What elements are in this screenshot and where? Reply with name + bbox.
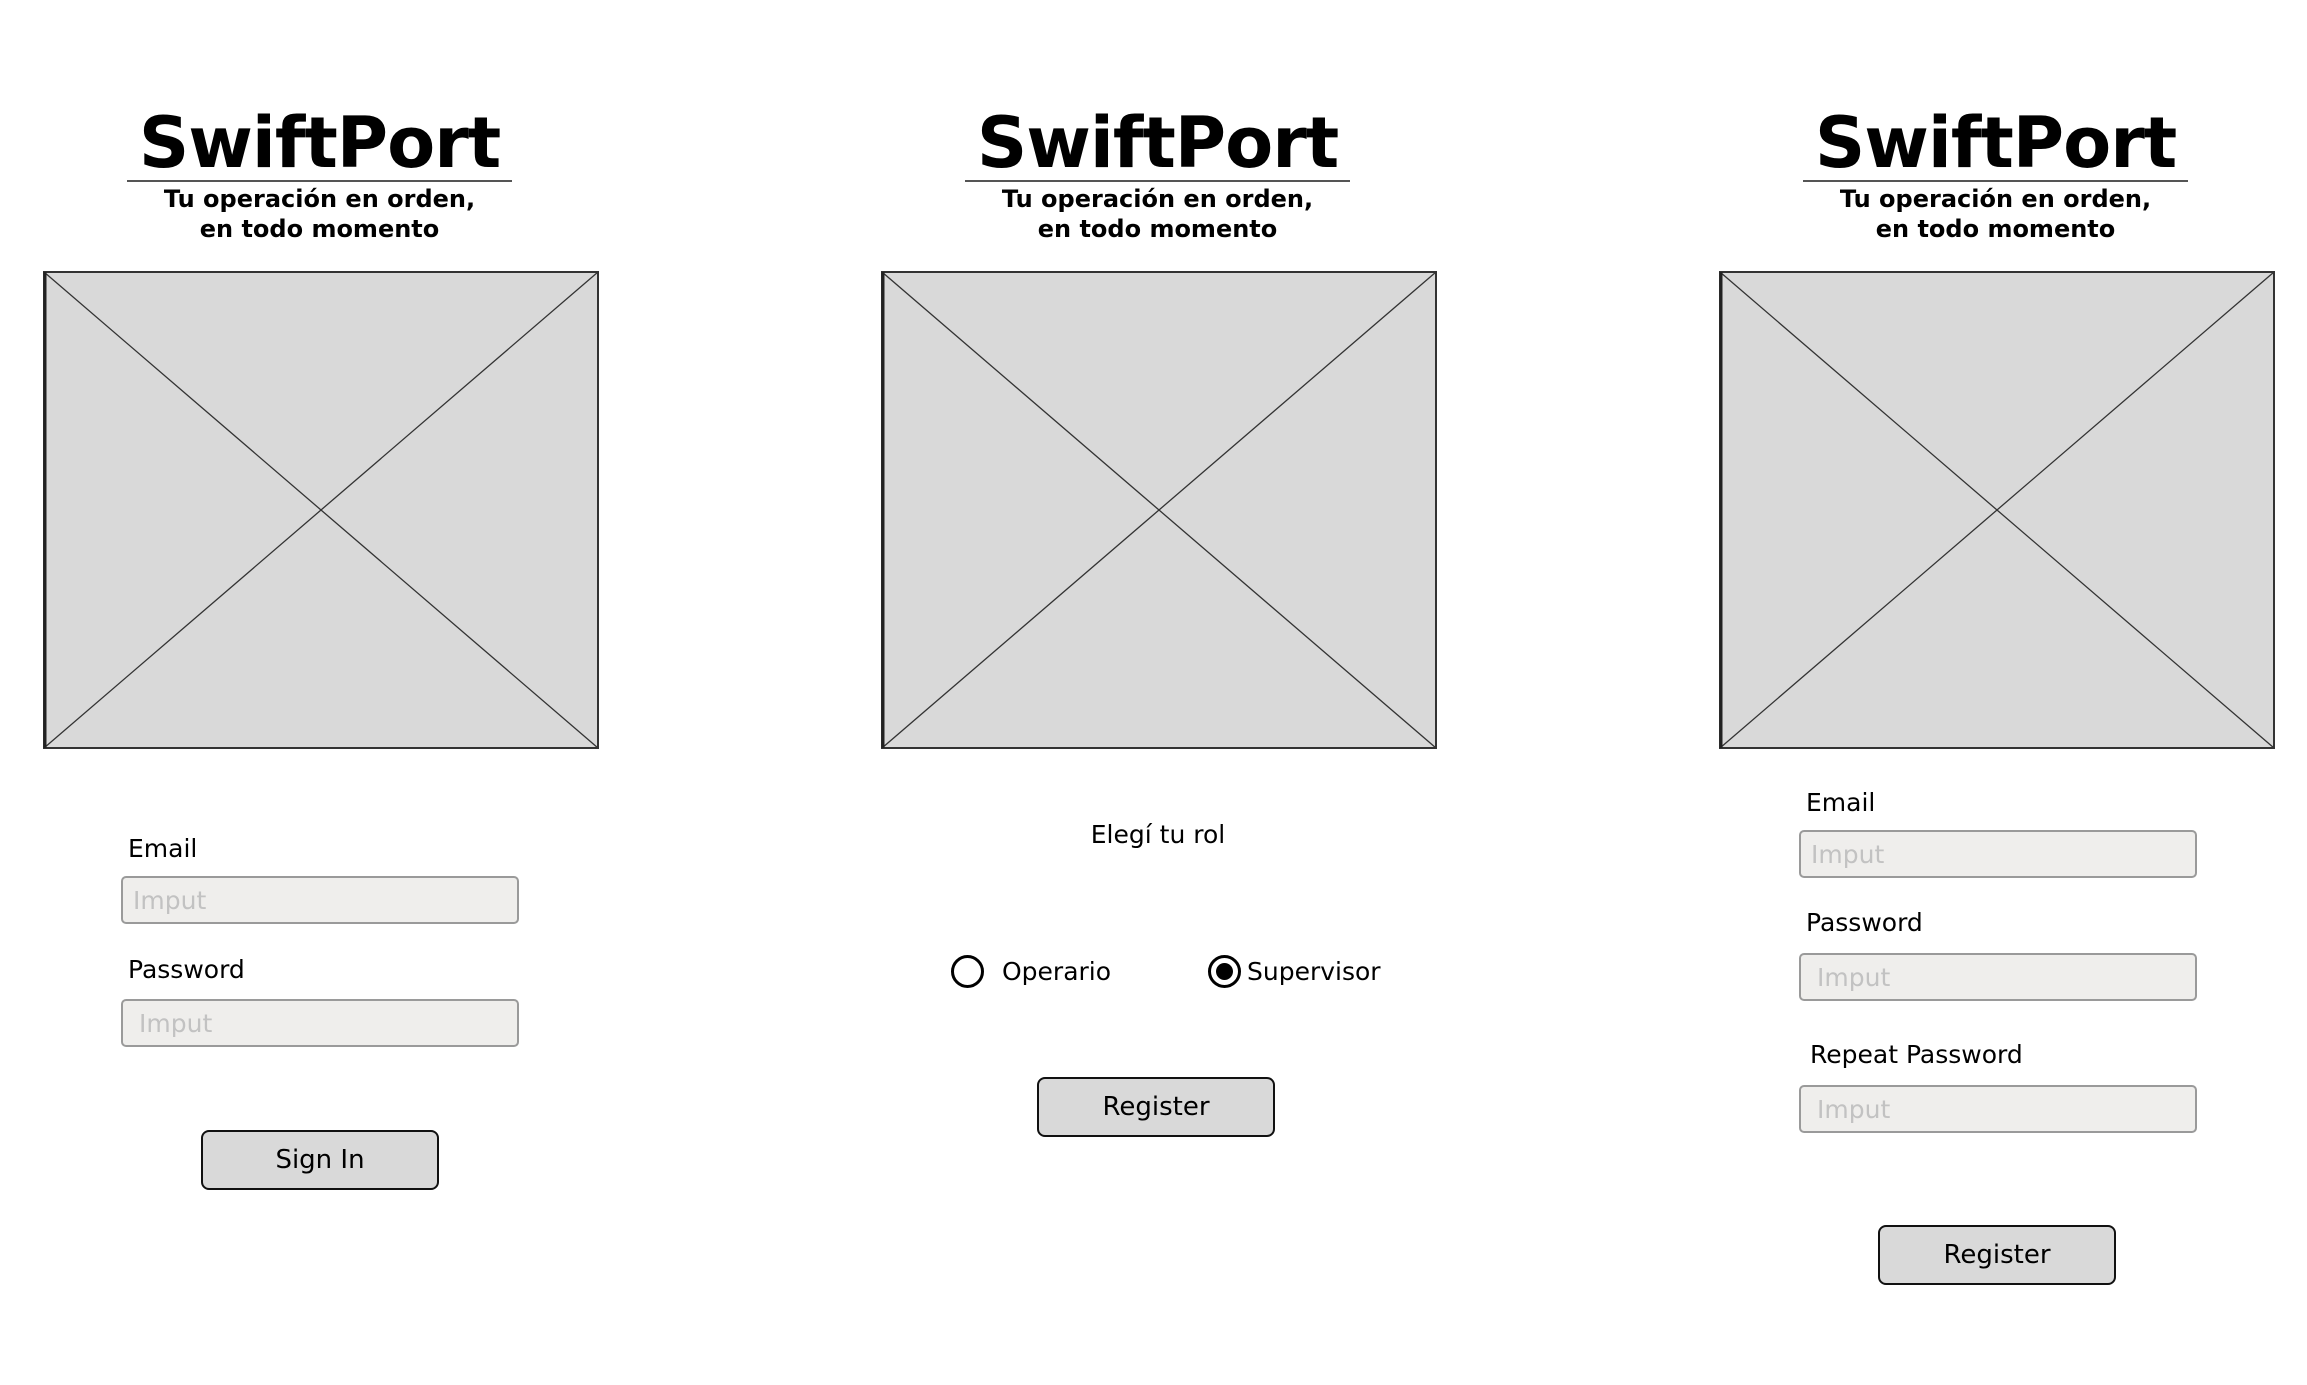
image-placeholder [881,271,1437,749]
app-title: SwiftPort [965,108,1350,182]
image-placeholder [43,271,599,749]
app-tagline: Tu operación en orden, en todo momento [1839,185,2152,243]
signin-screen: SwiftPort Tu operación en orden, en todo… [0,0,660,1385]
register-button[interactable]: Register [1878,1225,2116,1285]
brand-header: SwiftPort Tu operación en orden, en todo… [965,108,1350,244]
app-title: SwiftPort [1803,108,2188,182]
radio-option-operario[interactable]: Operario [951,953,1111,989]
image-placeholder-icon [881,271,1437,749]
radio-label-supervisor: Supervisor [1247,956,1381,986]
password-input[interactable] [1799,953,2197,1001]
sign-in-button[interactable]: Sign In [201,1130,439,1190]
radio-supervisor[interactable] [1208,954,1241,988]
app-tagline: Tu operación en orden, en todo momento [163,185,476,243]
image-placeholder-icon [43,271,599,749]
radio-label-operario: Operario [1002,956,1112,986]
app-title: SwiftPort [127,108,512,182]
brand-header: SwiftPort Tu operación en orden, en todo… [1803,108,2188,244]
app-tagline: Tu operación en orden, en todo momento [1001,185,1314,243]
email-label: Email [1806,788,1876,817]
email-input[interactable] [1799,830,2197,878]
email-label: Email [128,834,198,863]
email-input[interactable] [121,876,519,924]
image-placeholder [1719,271,2275,749]
register-button[interactable]: Register [1037,1077,1275,1137]
image-placeholder-icon [1719,271,2275,749]
password-input[interactable] [121,999,519,1047]
brand-header: SwiftPort Tu operación en orden, en todo… [127,108,512,244]
repeat-password-label: Repeat Password [1810,1040,2023,1069]
radio-option-supervisor[interactable]: Supervisor [1208,953,1381,989]
password-label: Password [1806,908,1923,937]
password-label: Password [128,955,245,984]
role-screen: SwiftPort Tu operación en orden, en todo… [838,0,1498,1385]
radio-operario[interactable] [951,954,984,988]
register-screen: SwiftPort Tu operación en orden, en todo… [1676,0,2307,1385]
repeat-password-input[interactable] [1799,1085,2197,1133]
role-prompt: Elegí tu rol [1090,820,1226,849]
